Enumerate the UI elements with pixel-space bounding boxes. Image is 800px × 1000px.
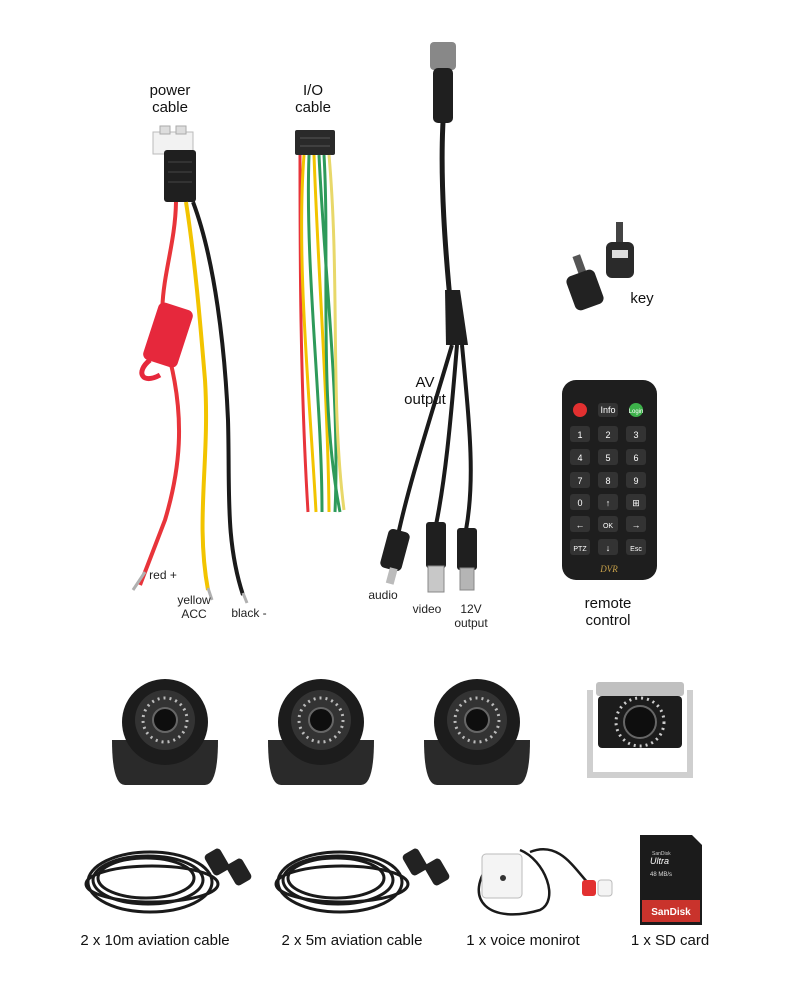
aviation-cable-5m-image bbox=[274, 848, 450, 914]
key-label: key bbox=[630, 290, 654, 307]
yellow-wire-label-line1: yellow bbox=[177, 593, 211, 607]
black-wire-label: black - bbox=[231, 606, 267, 620]
remote-control-label-line2: control bbox=[585, 612, 631, 629]
remote-key-7: 7 bbox=[577, 476, 582, 486]
power-cable-label: power cable bbox=[130, 82, 210, 116]
sd-brand-small: SanDisk bbox=[652, 851, 671, 857]
remote-key-8: 8 bbox=[605, 476, 610, 486]
sd-product: Ultra bbox=[650, 856, 669, 866]
dome-camera-2-image bbox=[268, 679, 374, 785]
remote-control-image: Info Login 1 2 3 4 5 6 7 8 9 0 ↑ ⊞ ← OK … bbox=[562, 380, 657, 580]
box-camera-image bbox=[587, 682, 693, 778]
yellow-wire-label: yellow ACC bbox=[166, 593, 222, 621]
av-output-label-line2: output bbox=[404, 391, 446, 408]
output-12v-label: 12V output bbox=[446, 602, 496, 630]
remote-key-9: 9 bbox=[633, 476, 638, 486]
remote-brand: DVR bbox=[599, 564, 618, 574]
av-output-label: AV output bbox=[390, 374, 460, 408]
power-cable-image bbox=[131, 125, 249, 604]
aviation-cable-10m-image bbox=[84, 848, 252, 914]
caption-aviation-cable-10m: 2 x 10m aviation cable bbox=[80, 932, 230, 949]
remote-key-6: 6 bbox=[633, 453, 638, 463]
remote-key-2: 2 bbox=[605, 430, 610, 440]
output-12v-label-line1: 12V bbox=[460, 602, 482, 616]
remote-control-label-line1: remote bbox=[584, 595, 632, 612]
caption-aviation-cable-5m: 2 x 5m aviation cable bbox=[281, 932, 423, 949]
sd-brand: SanDisk bbox=[651, 907, 691, 918]
red-wire-label: red + bbox=[149, 568, 177, 582]
remote-key-3: 3 bbox=[633, 430, 638, 440]
remote-key-up-icon: ↑ bbox=[606, 498, 611, 508]
io-cable-label: I/O cable bbox=[278, 82, 348, 116]
dome-camera-1-image bbox=[112, 679, 218, 785]
io-cable-image bbox=[295, 130, 346, 513]
power-cable-label-line2: cable bbox=[152, 99, 188, 116]
voice-monitor-image bbox=[477, 848, 613, 916]
av-output-label-line1: AV bbox=[415, 374, 435, 391]
power-cable-label-line1: power bbox=[149, 82, 191, 99]
caption-sd-card: 1 x SD card bbox=[630, 932, 710, 949]
remote-key-right-icon: → bbox=[632, 520, 641, 530]
output-12v-label-line2: output bbox=[454, 616, 488, 630]
remote-key-0: 0 bbox=[577, 498, 582, 508]
remote-key-esc: Esc bbox=[630, 546, 642, 553]
remote-key-login: Login bbox=[629, 409, 644, 415]
remote-key-1: 1 bbox=[577, 430, 582, 440]
remote-key-5: 5 bbox=[605, 453, 610, 463]
io-cable-label-line2: cable bbox=[295, 99, 331, 116]
remote-key-left-icon: ← bbox=[576, 520, 585, 530]
remote-key-info: Info bbox=[600, 405, 615, 415]
remote-key-down-icon: ↓ bbox=[606, 543, 611, 553]
remote-key-ptz: PTZ bbox=[573, 546, 587, 553]
keys-image bbox=[566, 222, 634, 311]
caption-voice-monitor: 1 x voice monirot bbox=[466, 932, 580, 949]
yellow-wire-label-line2: ACC bbox=[181, 607, 207, 621]
remote-key-grid-icon: ⊞ bbox=[632, 498, 640, 508]
remote-key-4: 4 bbox=[577, 453, 582, 463]
video-label: video bbox=[412, 602, 442, 616]
sd-card-image: SanDisk SanDisk Ultra 48 MB/s bbox=[640, 835, 702, 925]
sd-capacity: 48 MB/s bbox=[650, 872, 672, 878]
audio-label: audio bbox=[368, 588, 398, 602]
io-cable-label-line1: I/O bbox=[302, 82, 323, 99]
remote-control-label: remote control bbox=[568, 595, 648, 629]
remote-key-ok: OK bbox=[603, 523, 613, 530]
dome-camera-3-image bbox=[424, 679, 530, 785]
av-cable-image bbox=[380, 42, 477, 593]
